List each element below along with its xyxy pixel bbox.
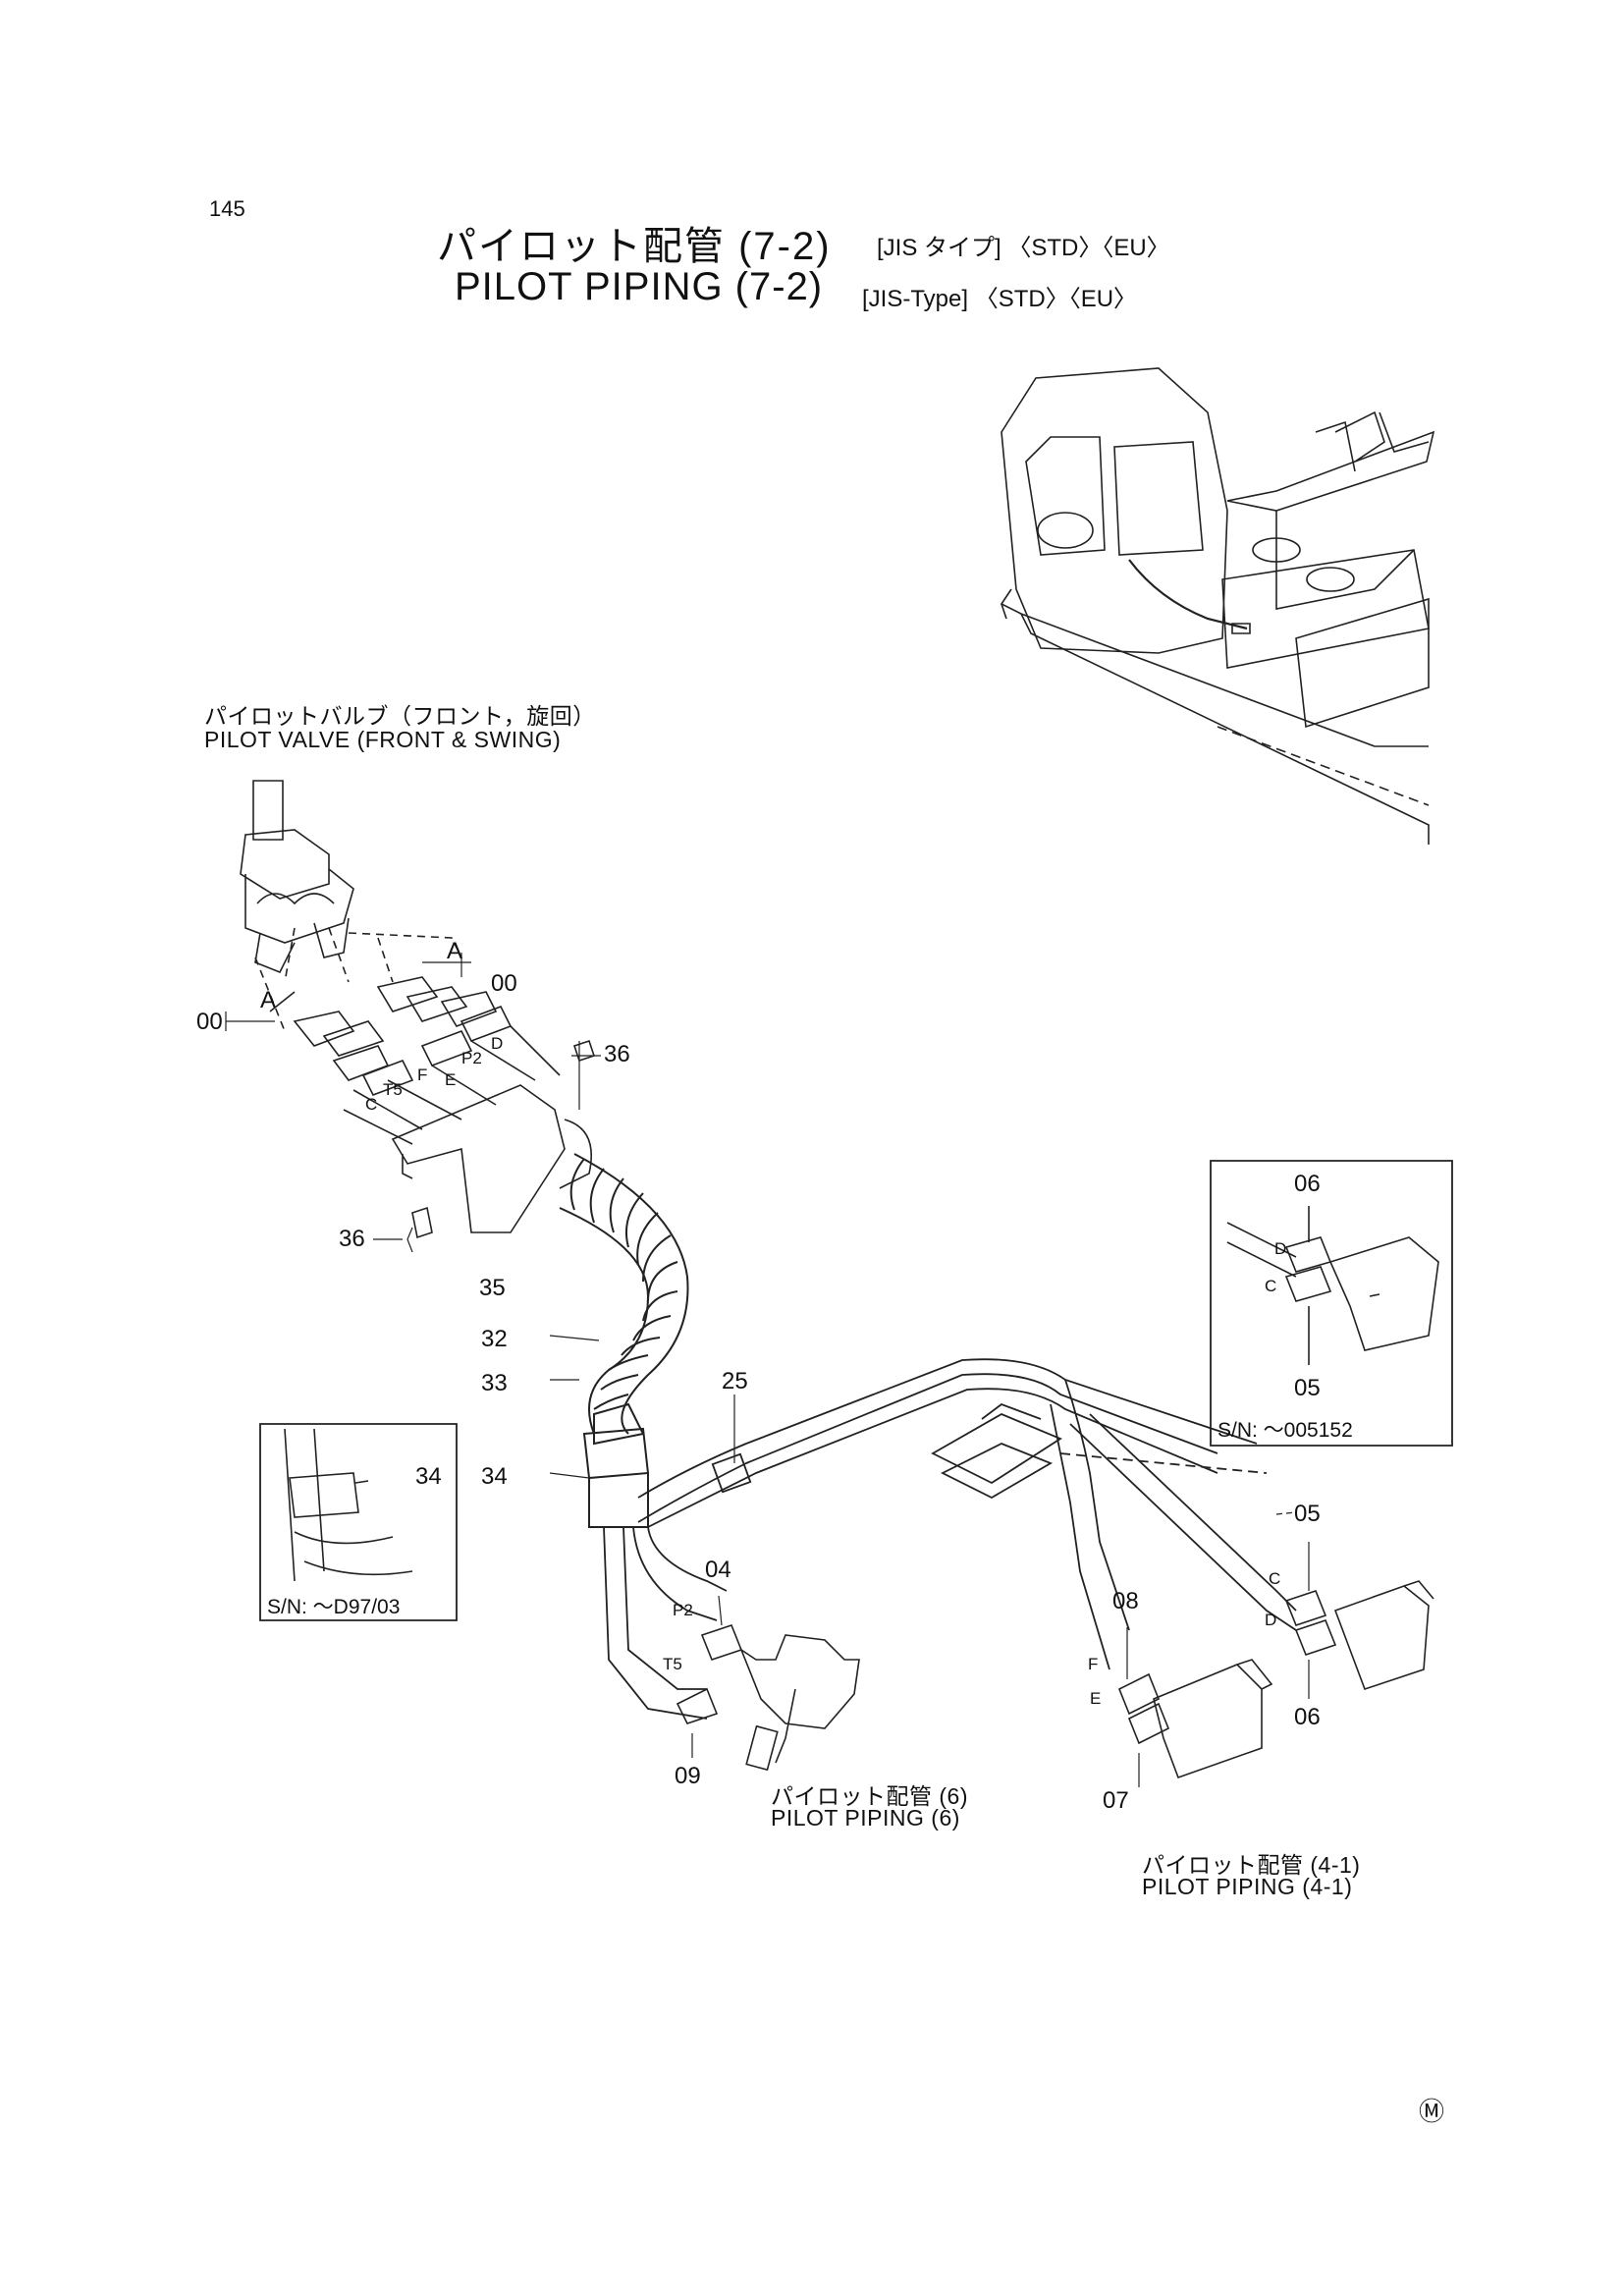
port-f-lower: F bbox=[1088, 1655, 1099, 1673]
inset-box-right bbox=[1211, 1161, 1452, 1446]
ref-piping-4-1-en: PILOT PIPING (4-1) bbox=[1142, 1874, 1353, 1899]
fitting-assemblies-drawing bbox=[677, 1581, 1434, 1777]
callout-32: 32 bbox=[481, 1326, 508, 1352]
callout-07: 07 bbox=[1103, 1787, 1129, 1814]
callout-00-left: 00 bbox=[196, 1009, 223, 1035]
callout-06-inset: 06 bbox=[1294, 1171, 1321, 1197]
callout-05-main: 05 bbox=[1294, 1501, 1321, 1527]
port-c-inset: C bbox=[1265, 1277, 1277, 1295]
port-p2-lower: P2 bbox=[673, 1601, 693, 1619]
callout-04: 04 bbox=[705, 1557, 731, 1583]
title-en-tags: [JIS-Type] 〈STD〉〈EU〉 bbox=[862, 286, 1138, 312]
ref-piping-6-en: PILOT PIPING (6) bbox=[771, 1805, 960, 1831]
callout-34: 34 bbox=[481, 1463, 508, 1490]
ref-piping-6-jp: パイロット配管 (6) bbox=[771, 1783, 968, 1809]
leader-lines bbox=[226, 953, 1309, 1787]
port-c-lower: C bbox=[1269, 1569, 1281, 1588]
inset-box-left bbox=[260, 1424, 457, 1620]
port-d-lower: D bbox=[1265, 1611, 1277, 1629]
port-t5-lower: T5 bbox=[663, 1655, 682, 1673]
port-c: C bbox=[365, 1095, 378, 1114]
callout-36-bottom: 36 bbox=[339, 1226, 365, 1252]
callout-08: 08 bbox=[1112, 1588, 1139, 1614]
excavator-overview-drawing bbox=[1001, 368, 1434, 845]
inset-sn-right: S/N: ～005152 bbox=[1217, 1419, 1353, 1442]
callout-09: 09 bbox=[675, 1763, 701, 1789]
callout-34-inset: 34 bbox=[415, 1463, 442, 1490]
callout-35: 35 bbox=[479, 1275, 506, 1301]
hose-fittings-drawing bbox=[295, 977, 591, 1232]
pilot-valve-drawing bbox=[241, 781, 461, 1031]
page-number: 145 bbox=[209, 196, 245, 221]
callout-05-inset: 05 bbox=[1294, 1375, 1321, 1401]
port-d-inset: D bbox=[1274, 1239, 1287, 1258]
port-f: F bbox=[417, 1066, 428, 1084]
ref-piping-4-1-jp: パイロット配管 (4-1) bbox=[1142, 1852, 1361, 1878]
m-symbol: Ⓜ bbox=[1419, 2097, 1445, 2126]
port-e: E bbox=[445, 1070, 457, 1089]
port-e-lower: E bbox=[1090, 1689, 1102, 1708]
callout-00-right: 00 bbox=[491, 970, 517, 997]
bolt-drawing bbox=[412, 1041, 594, 1237]
callout-25: 25 bbox=[722, 1368, 748, 1394]
port-t5: T5 bbox=[383, 1080, 403, 1099]
title-jp-tags: [JIS タイプ] 〈STD〉〈EU〉 bbox=[877, 235, 1170, 261]
callout-a-left: A bbox=[260, 987, 277, 1013]
callout-a-right: A bbox=[447, 938, 463, 964]
callout-33: 33 bbox=[481, 1370, 508, 1396]
title-en-main: PILOT PIPING (7-2) bbox=[455, 265, 824, 308]
pilot-valve-label-jp: パイロットバルブ（フロント，旋回） bbox=[204, 703, 596, 729]
callout-06-main: 06 bbox=[1294, 1704, 1321, 1730]
corrugated-sleeve-drawing bbox=[560, 1154, 688, 1527]
hose-routing-drawing bbox=[604, 1359, 1296, 1719]
title-jp-main: パイロット配管 (7-2) bbox=[437, 225, 832, 268]
port-d: D bbox=[491, 1034, 504, 1053]
port-p2: P2 bbox=[461, 1049, 482, 1067]
inset-sn-left: S/N: ～D97/03 bbox=[267, 1596, 401, 1618]
pilot-valve-label-en: PILOT VALVE (FRONT & SWING) bbox=[204, 727, 562, 752]
callout-36-top: 36 bbox=[604, 1041, 630, 1067]
